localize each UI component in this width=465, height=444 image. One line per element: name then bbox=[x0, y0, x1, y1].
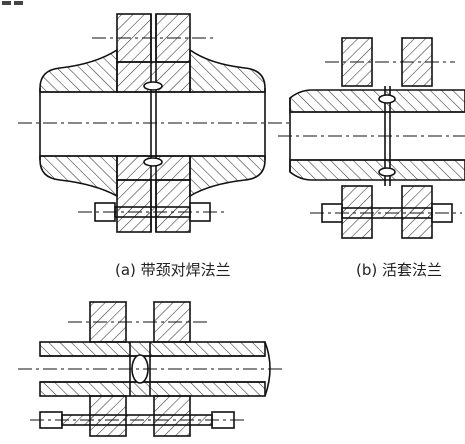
lap-joint-flange-drawing bbox=[278, 37, 465, 239]
slip-on-flange-drawing bbox=[18, 301, 285, 437]
caption-lap-joint-flange: (b) 活套法兰 bbox=[356, 261, 442, 279]
caption-weld-neck-flange: (a) 带颈对焊法兰 bbox=[115, 261, 231, 279]
weld-neck-flange-drawing bbox=[18, 13, 290, 233]
cropped-caption-fragment bbox=[2, 1, 23, 5]
